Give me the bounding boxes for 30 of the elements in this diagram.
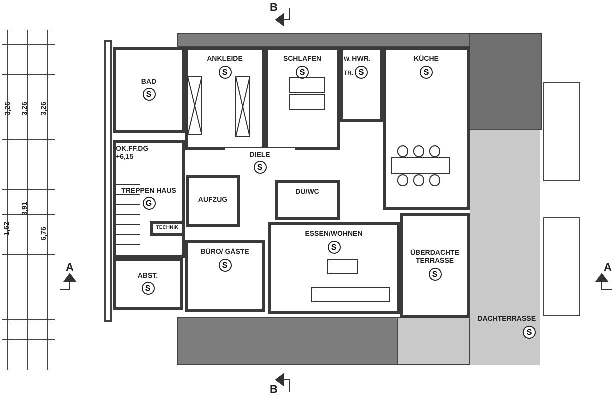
plan-label: A xyxy=(66,262,74,274)
plan-label: B xyxy=(270,384,278,396)
room-code-marker: S xyxy=(523,326,536,339)
utility-room xyxy=(340,47,383,122)
room-code-marker: S xyxy=(142,282,154,296)
room-code-marker: S xyxy=(218,258,232,272)
office-room xyxy=(185,240,265,312)
room-code-marker: S xyxy=(328,240,340,254)
room-code-marker: S xyxy=(254,161,266,174)
plan-label: A xyxy=(604,262,612,274)
stairwell xyxy=(113,140,185,258)
kitchen xyxy=(383,47,470,210)
storage-room xyxy=(113,258,183,310)
covered-terrace xyxy=(400,213,470,318)
room-code-marker: S xyxy=(296,66,309,79)
room-code-marker: S xyxy=(355,66,368,79)
room-code-marker: S xyxy=(142,88,156,102)
plan-label: B xyxy=(270,2,278,14)
roof-terrace xyxy=(470,130,540,365)
technical-room xyxy=(150,221,185,236)
room-code-marker: S xyxy=(218,66,232,79)
shower-toilet-room xyxy=(275,180,340,220)
room-code-marker: S xyxy=(420,66,433,79)
room-code-marker: S xyxy=(428,268,442,281)
bathroom xyxy=(113,47,185,133)
elevator-shaft xyxy=(186,175,240,227)
bedroom xyxy=(265,47,340,150)
living-dining-room xyxy=(268,222,400,314)
room-code-marker: G xyxy=(142,197,156,210)
dressing-room xyxy=(185,47,265,150)
